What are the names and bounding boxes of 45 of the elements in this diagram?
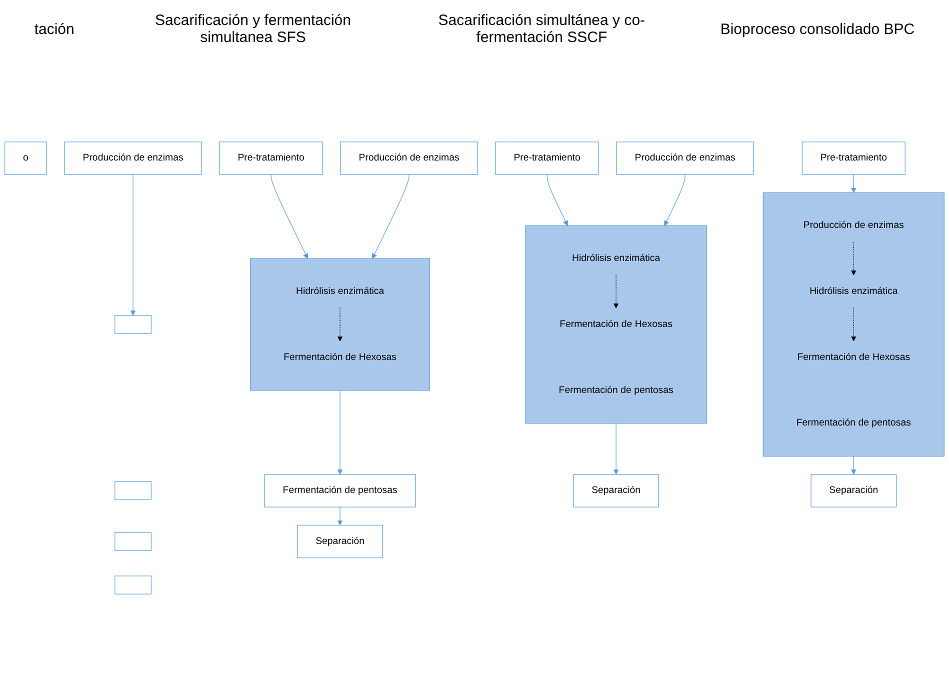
node-box: Separación [573,474,659,508]
node-text: Hidrólisis enzimática [296,286,384,296]
column-heading: Bioproceso consolidado BPC [720,20,915,38]
node-box [114,576,152,594]
node-box: Pre-tratamiento [802,142,906,175]
node-text: Fermentación de Hexosas [284,352,396,362]
node-text: Fermentación de Hexosas [797,352,910,362]
node-box [114,315,152,334]
arrow [337,390,343,475]
arrow [546,174,568,226]
arrow [851,242,856,276]
node-text: Producción de enzimas [803,220,904,230]
node-box [114,481,152,500]
arrow [851,456,856,475]
arrow [337,506,343,526]
arrow [613,274,619,308]
node-box: Producción de enzimas [616,142,754,175]
cluster [250,258,430,391]
node-text: Hidrólisis enzimática [572,253,660,264]
node-text: Fermentación de Hexosas [560,319,673,330]
arrow [270,174,308,259]
node-box: Producción de enzimas [340,142,478,175]
arrow [851,308,856,342]
node-text: Fermentación de pentosas [558,384,674,396]
node-box: Pre-tratamiento [495,142,599,175]
arrow [372,174,410,259]
arrow [130,174,136,316]
column-heading: Sacarificación simultánea y co-fermentación SSCF [437,12,646,46]
arrow [851,174,856,193]
node-box: Pre-tratamiento [219,142,323,175]
column-heading: tación [34,20,74,38]
cluster [525,225,707,424]
cluster [762,192,944,457]
node-box: Separación [810,474,897,508]
node-box: Producción de enzimas [64,142,202,175]
node-box: Separación [297,524,383,558]
node-box [114,532,152,551]
arrow [337,308,343,342]
arrow [664,174,686,226]
column-heading: Sacarificación y fermentación simultanea SFS [154,12,352,46]
node-box: o [4,142,47,175]
node-text: Hidrólisis enzimática [810,286,898,296]
arrow [613,423,619,475]
node-text: Fermentación de pentosas [796,418,911,428]
node-box: Fermentación de pentosas [264,474,416,508]
